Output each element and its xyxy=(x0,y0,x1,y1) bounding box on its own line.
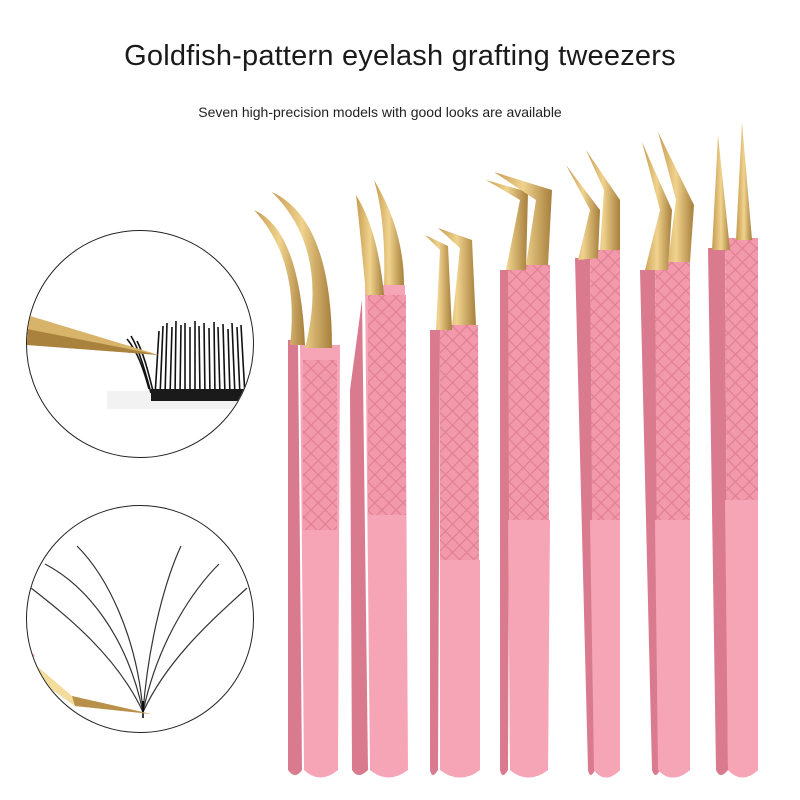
lash-strip-illustration xyxy=(27,315,253,409)
page-title: Goldfish-pattern eyelash grafting tweeze… xyxy=(124,40,676,72)
lash-fan-inset xyxy=(26,505,254,733)
tweezer-model-5-angled xyxy=(566,150,620,778)
tweezer-model-3-l-short xyxy=(425,228,480,778)
tweezer-model-7-straight xyxy=(708,122,758,778)
tweezer-model-2-slight-curve xyxy=(350,180,408,778)
tweezer-model-4-l-long xyxy=(486,172,552,778)
lash-strip-inset xyxy=(26,230,254,458)
tweezer-model-1-curved xyxy=(254,192,340,778)
lash-fan-illustration xyxy=(27,545,248,718)
page-subtitle: Seven high-precision models with good lo… xyxy=(198,104,562,120)
tweezer-model-6-angled-long xyxy=(640,132,694,778)
